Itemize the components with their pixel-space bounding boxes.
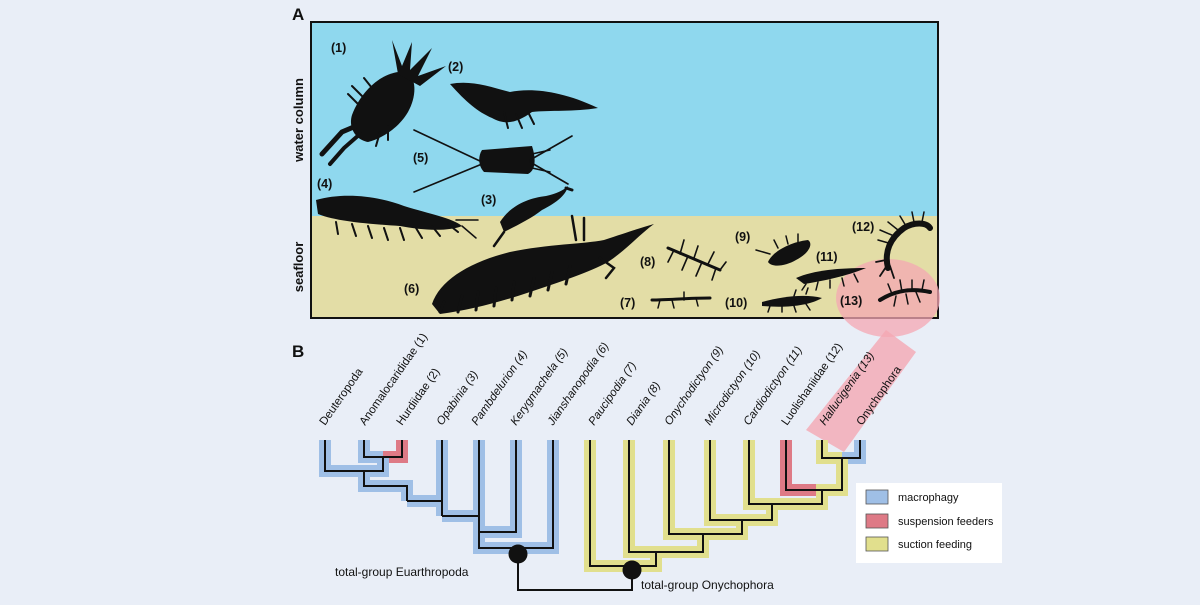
branch-cardiodictyon-band	[743, 440, 772, 510]
branch-kerygmachela-line	[479, 440, 517, 533]
euarthropoda-node	[508, 544, 528, 564]
kerygmachela-silhouette	[413, 129, 573, 193]
branch-onychophora-line	[842, 440, 861, 459]
branch-stem-3-band	[442, 510, 485, 532]
onychophora-node	[622, 560, 642, 580]
specimen-label-2: (2)	[448, 60, 463, 74]
branch-stem-4-line	[478, 532, 518, 549]
onychodictyon-silhouette	[755, 233, 811, 266]
branch-deuteropoda-line	[324, 440, 364, 472]
specimen-label-6: (6)	[404, 282, 419, 296]
luolishaniid-silhouette	[875, 211, 933, 279]
specimen-label-11: (11)	[816, 250, 838, 264]
legend: macrophagy suspension feeders suction fe…	[856, 483, 1002, 563]
specimen-silhouettes	[316, 40, 933, 314]
specimen-number-labels: (1) (2) (3) (4) (5) (6) (7) (8) (9) (10)…	[317, 41, 874, 310]
seafloor-label: seafloor	[291, 242, 306, 293]
anomalocaris-silhouette	[319, 40, 446, 166]
hallucigenia-highlight-ellipse	[836, 259, 940, 337]
water-column-label: water column	[291, 78, 306, 163]
specimen-label-1: (1)	[331, 41, 346, 55]
branch-diania-line	[628, 440, 656, 553]
branch-microdictyon-line	[709, 440, 742, 521]
legend-swatch-suction	[865, 536, 889, 552]
pambdelurion-silhouette	[316, 195, 479, 241]
branch-radiodonta-line	[364, 457, 384, 472]
specimen-label-9: (9)	[735, 230, 750, 244]
branch-jianshanopodia-line	[518, 440, 554, 549]
legend-swatch-macrophagy	[865, 489, 889, 505]
branch-hurdiidae-band	[383, 440, 408, 463]
branch-onychodictyon-band	[663, 440, 703, 540]
legend-label-macrophagy: macrophagy	[898, 492, 959, 504]
branch-onychodictyon-line	[668, 440, 703, 535]
opabinia-silhouette	[492, 186, 574, 248]
paucipodia-silhouette	[650, 291, 712, 309]
branch-stem-7-line	[703, 520, 743, 535]
legend-label-suspension: suspension feeders	[898, 516, 994, 528]
legend-label-suction: suction feeding	[898, 539, 972, 551]
panel-b-letter: B	[292, 342, 304, 361]
legend-swatch-suspension	[865, 513, 889, 529]
branch-jianshanopodia-band	[518, 440, 559, 554]
specimen-label-3: (3)	[481, 193, 496, 207]
hurdiid-silhouette	[450, 82, 598, 129]
branch-stem-8-line	[656, 534, 704, 553]
branch-stem-1-line	[363, 471, 408, 501]
branch-paucipodia-line	[589, 440, 632, 567]
branch-cardiodictyon-line	[748, 440, 772, 505]
microdictyon-silhouette	[762, 287, 822, 313]
taxon-label-diania: Diania (8)	[625, 380, 664, 428]
branch-hurdiidae-line	[383, 440, 403, 458]
branch-stem-6-line	[742, 504, 773, 521]
specimen-label-12: (12)	[852, 220, 874, 234]
specimen-label-7: (7)	[620, 296, 635, 310]
specimen-label-13: (13)	[840, 294, 862, 308]
branch-stem-3-line	[442, 515, 480, 532]
panel-a-frame	[310, 21, 939, 319]
node-label-onychophora: total-group Onychophora	[641, 578, 774, 592]
hallucigenia-highlight-band	[806, 330, 916, 452]
taxon-labels: Deuteropoda Anomalocarididae (1) Hurdiid…	[318, 331, 905, 428]
branch-luolishaniidae-line	[785, 440, 822, 491]
specimen-label-4: (4)	[317, 177, 332, 191]
branch-anomalocarididae-band	[358, 440, 383, 463]
branch-microdictyon-band	[704, 440, 742, 526]
branch-hallucigenia-line	[821, 440, 842, 459]
branch-stem-2-line	[407, 500, 443, 516]
jianshanopodia-silhouette	[432, 214, 654, 314]
cardiodictyon-silhouette	[796, 268, 866, 291]
branch-diania-band	[623, 440, 656, 558]
water-column-zone	[311, 22, 938, 216]
branch-anomalocarididae-line	[363, 440, 383, 458]
hallucigenia-silhouette	[878, 279, 932, 307]
diania-silhouette	[666, 239, 727, 281]
taxon-label-anomalocarididae: Anomalocarididae (1)	[358, 331, 431, 428]
seafloor-zone	[311, 216, 938, 318]
specimen-label-10: (10)	[725, 296, 747, 310]
branch-stem-5-line	[772, 458, 843, 505]
branch-stem-2-band	[407, 495, 448, 516]
node-label-euarthropoda: total-group Euarthropoda	[335, 565, 469, 579]
specimen-label-5: (5)	[413, 151, 428, 165]
panel-a-letter: A	[292, 5, 304, 24]
root-connector	[517, 556, 633, 591]
specimen-label-8: (8)	[640, 255, 655, 269]
